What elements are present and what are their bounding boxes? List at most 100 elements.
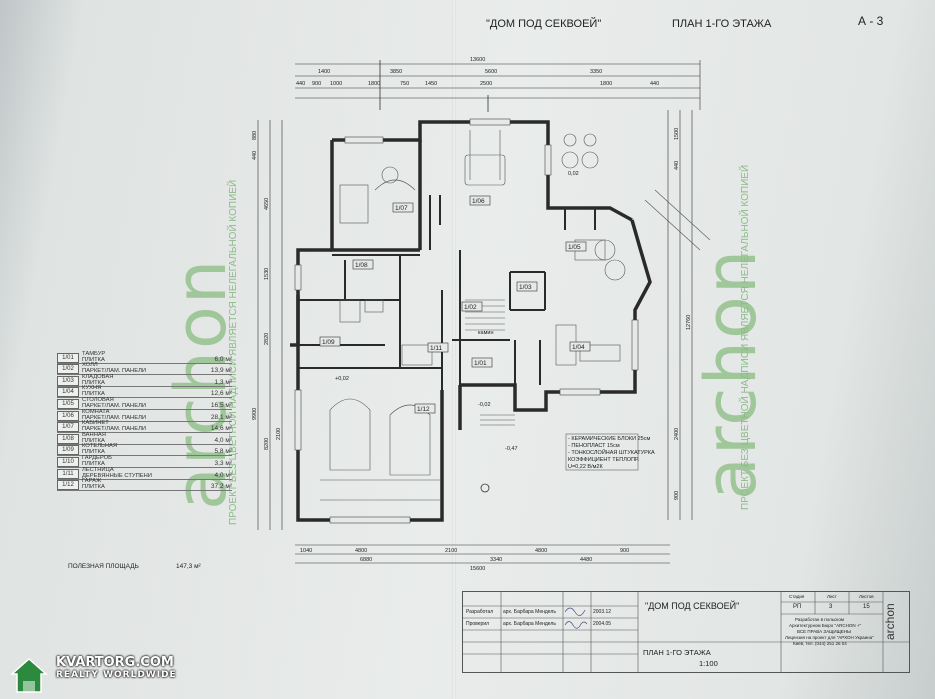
legend-code: 1/03 (57, 375, 79, 386)
tb-name-1: арх. Барбара Мендель (503, 609, 556, 615)
section-markers (379, 60, 490, 493)
legend-code: 1/09 (57, 445, 79, 456)
dim-right-3: 2400 (674, 428, 680, 440)
site-brand-line1: KVARTORG.COM (56, 655, 174, 670)
tb-sheet-header: Лист (827, 594, 837, 599)
dim-top-1-0: 1400 (318, 69, 330, 75)
legend-code: 1/12 (57, 480, 79, 491)
tb-sheets: 15 (863, 604, 870, 610)
dim-bot-1-3: 4800 (535, 548, 547, 554)
wall-spec-3: КОЭФФИЦИЕНТ ТЕПЛОПР. (568, 457, 640, 463)
legend-code: 1/08 (57, 433, 79, 444)
note-level-4: -0,02 (478, 402, 491, 408)
site-brand-line2: REALTY WORLDWIDE (56, 670, 177, 680)
wall-spec-4: U=0,22 В/м2К (568, 464, 603, 470)
room-1-09: 1/09 (322, 339, 335, 346)
dim-left-3: 1530 (264, 268, 270, 280)
legend-area: 6,0 м² (214, 355, 232, 363)
legend-total-value: 147,3 м² (176, 563, 201, 570)
dim-top-2-5: 1450 (425, 81, 437, 87)
paper-fold (452, 0, 456, 699)
tb-scale: 1:100 (699, 659, 718, 668)
signatures (564, 607, 588, 629)
dim-top-1-2: 5600 (485, 69, 497, 75)
dim-top-1-1: 3850 (390, 69, 402, 75)
furniture (320, 130, 711, 501)
dim-bot-1-0: 1040 (300, 548, 312, 554)
interior-walls (298, 195, 596, 390)
dim-left-4: 2820 (264, 333, 270, 345)
tb-role-1: Разработал (466, 609, 494, 615)
dim-bot-total: 15600 (470, 566, 485, 572)
sheet-number: А - 3 (858, 14, 884, 28)
title-block: Разработал Проверил арх. Барбара Мендель… (462, 591, 910, 673)
note-level-3: +0,02 (335, 376, 349, 382)
tb-role-2: Проверил (466, 621, 490, 627)
dim-top-2-3: 1800 (368, 81, 380, 87)
kvartorg-logo-icon (10, 657, 48, 693)
legend-code: 1/10 (57, 456, 79, 467)
legend-area: 1,3 м² (214, 378, 232, 386)
legend-area: 5,8 м² (214, 448, 232, 456)
tb-company-4: Лицензия на проект для "АРХОН Украина" (785, 635, 874, 640)
wall-spec-2: - ТОНКОСЛОЙНАЯ ШТУКАТУРКА (568, 448, 655, 456)
room-tags: 1/07 1/06 1/05 1/08 1/02 1/03 1/04 1/09 … (319, 195, 591, 414)
wall-spec-box (565, 433, 639, 471)
legend-code: 1/11 (57, 468, 79, 479)
room-1-06: 1/06 (472, 198, 485, 205)
dim-left-7: 2100 (276, 428, 282, 440)
dim-right-4: 900 (674, 491, 680, 500)
staircase (465, 299, 505, 331)
tb-project-name: "ДОМ ПОД СЕКВОЕЙ" (645, 601, 740, 611)
room-1-01: 1/01 (474, 360, 487, 367)
note-chimney: камин (478, 330, 493, 336)
room-1-07: 1/07 (395, 205, 408, 212)
window-marks (294, 118, 639, 524)
dim-top-2-4: 750 (400, 81, 409, 87)
room-1-03: 1/03 (519, 284, 532, 291)
tb-date-1: 2003.12 (593, 609, 612, 615)
note-level-1: 0,02 (568, 171, 579, 177)
dim-top-1-3: 3350 (590, 69, 602, 75)
dim-left-1: 440 (252, 151, 258, 160)
note-level-2: -0,47 (505, 446, 518, 452)
dim-bot-1-4: 900 (620, 548, 629, 554)
tb-company-5: Киев, тел. (044) 251 26 04 (793, 641, 847, 646)
tb-sheets-header: Листов (859, 594, 874, 599)
dim-bot-1-1: 4800 (355, 548, 367, 554)
dim-right-1: 440 (674, 161, 680, 170)
legend-area: 16,5 м² (210, 401, 232, 409)
tb-name-2: арх. Барбара Мендель (503, 621, 556, 627)
dim-top-2-7: 1800 (600, 81, 612, 87)
legend-area: 14,6 м² (210, 425, 232, 433)
dim-bot-2-1: 3340 (490, 557, 502, 563)
room-1-11: 1/11 (430, 345, 443, 352)
room-1-12: 1/12 (417, 406, 430, 413)
dim-bot-1-2: 2100 (445, 548, 457, 554)
wall-spec-1: - ПЕНОПЛАСТ 15см (568, 443, 620, 449)
legend-area: 28,1 м² (210, 413, 232, 421)
dim-bot-2-2: 4480 (580, 557, 592, 563)
tb-brand: archon (883, 603, 897, 640)
room-1-08: 1/08 (355, 262, 368, 269)
dim-top-2-2: 1000 (330, 81, 342, 87)
dim-left-0: 880 (252, 131, 258, 140)
